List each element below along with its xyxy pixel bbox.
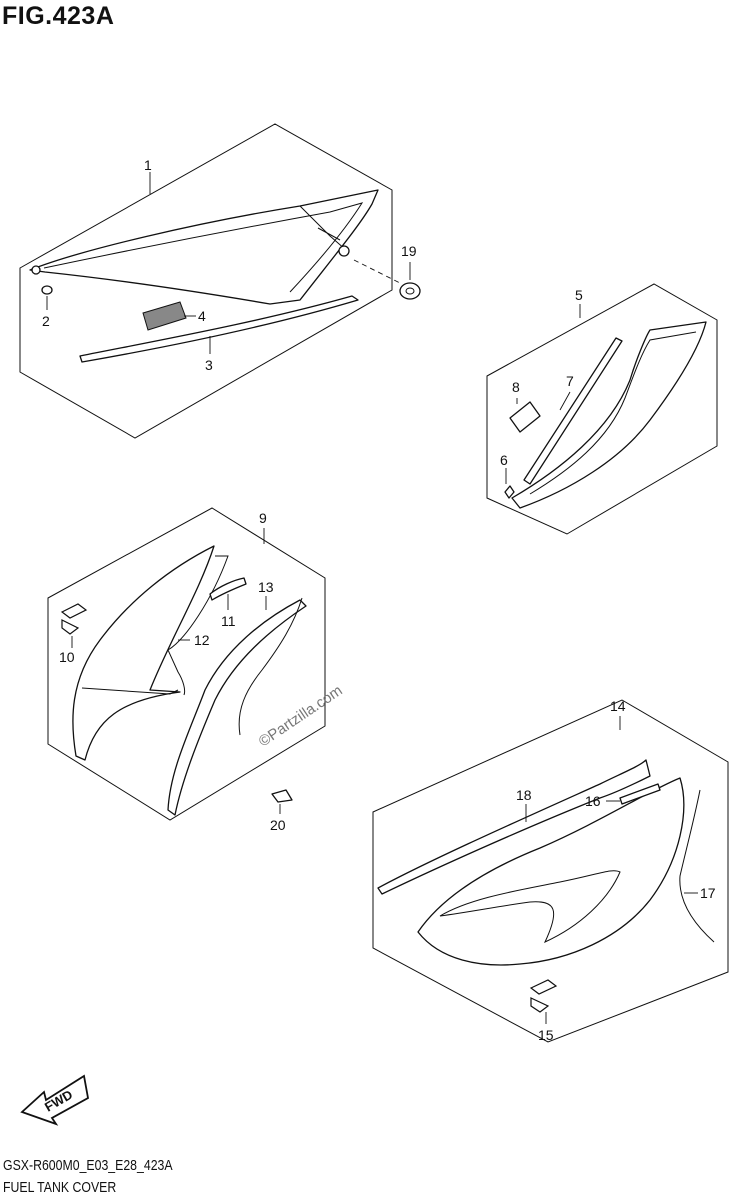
suzuki-logo-part-15 xyxy=(529,979,558,1013)
figure-title: FIG.423A xyxy=(2,2,115,30)
panel-14-inner-cutout xyxy=(439,870,621,944)
grommet-hole xyxy=(405,287,415,295)
callout-11: 11 xyxy=(221,613,236,629)
callout-13: 13 xyxy=(258,579,274,595)
panel-5-inner-edge xyxy=(529,331,697,495)
assembly-5-group xyxy=(486,283,718,535)
trim-part-7 xyxy=(523,337,623,485)
callout-14: 14 xyxy=(610,698,626,714)
callout-9: 9 xyxy=(259,510,267,526)
trim-part-11 xyxy=(209,577,247,601)
trim-strip-part-3 xyxy=(79,295,359,363)
panel-1-bolt xyxy=(317,227,341,241)
diagram-caption: FUEL TANK COVER xyxy=(3,1179,117,1196)
logo-15-bottom xyxy=(530,997,550,1013)
logo-10-bottom xyxy=(61,619,80,635)
assembly-1-box xyxy=(19,123,393,439)
mesh-pad-part-4 xyxy=(142,301,187,331)
grommet-part-19 xyxy=(399,282,421,300)
tank-cover-panel-9-left xyxy=(72,545,215,761)
callout-5: 5 xyxy=(575,287,583,303)
callout-6: 6 xyxy=(500,452,508,468)
panel-1-grommet-point xyxy=(338,245,350,257)
leader-7 xyxy=(559,391,571,411)
logo-10-top xyxy=(60,603,88,619)
clip-part-2 xyxy=(41,285,53,295)
trim-part-18 xyxy=(377,759,651,895)
trim-part-16 xyxy=(619,783,661,805)
assembly-1-group xyxy=(19,123,421,439)
callout-17: 17 xyxy=(700,885,716,901)
panel-1-inner-edge xyxy=(43,202,364,293)
watermark-text: ©Partzilla.com xyxy=(256,682,346,750)
assembly-5-box xyxy=(486,283,718,535)
callout-15: 15 xyxy=(538,1027,554,1043)
callout-20: 20 xyxy=(270,817,286,833)
clip-part-20 xyxy=(271,789,293,803)
callout-7: 7 xyxy=(566,373,574,389)
sticker-part-8 xyxy=(509,401,541,433)
trim-part-13 xyxy=(238,597,303,736)
panel-1-front-hole xyxy=(31,265,41,275)
callout-8: 8 xyxy=(512,379,520,395)
assembly-14-box xyxy=(372,699,729,1043)
callout-2: 2 xyxy=(42,313,50,329)
clip-part-6 xyxy=(504,485,515,499)
callout-3: 3 xyxy=(205,357,213,373)
callout-19: 19 xyxy=(401,243,417,259)
callout-1: 1 xyxy=(144,157,152,173)
trim-part-17 xyxy=(679,789,715,943)
callout-12: 12 xyxy=(194,632,210,648)
fwd-arrow-shape xyxy=(20,1074,90,1126)
tank-cover-panel-5 xyxy=(511,321,707,509)
suzuki-logo-part-10 xyxy=(60,603,88,635)
leader-19-dashed xyxy=(353,259,401,284)
callout-4: 4 xyxy=(198,308,206,324)
fwd-arrow: FWD xyxy=(20,1074,90,1126)
callout-10: 10 xyxy=(59,649,75,665)
assembly-9-box xyxy=(47,507,326,821)
assembly-9-group xyxy=(47,507,326,821)
panel-9-inner-line xyxy=(81,687,179,695)
assembly-14-group xyxy=(372,699,729,1043)
tank-cover-panel-1 xyxy=(29,189,379,305)
tank-cover-panel-14 xyxy=(417,777,685,966)
tank-cover-panel-9-right xyxy=(167,599,307,816)
callout-18: 18 xyxy=(516,787,532,803)
logo-15-top xyxy=(529,979,558,995)
diagram-code: GSX-R600M0_E03_E28_423A xyxy=(3,1157,173,1174)
callout-16: 16 xyxy=(585,793,601,809)
trim-part-12 xyxy=(167,555,229,696)
panel-1-bracket xyxy=(299,205,347,251)
